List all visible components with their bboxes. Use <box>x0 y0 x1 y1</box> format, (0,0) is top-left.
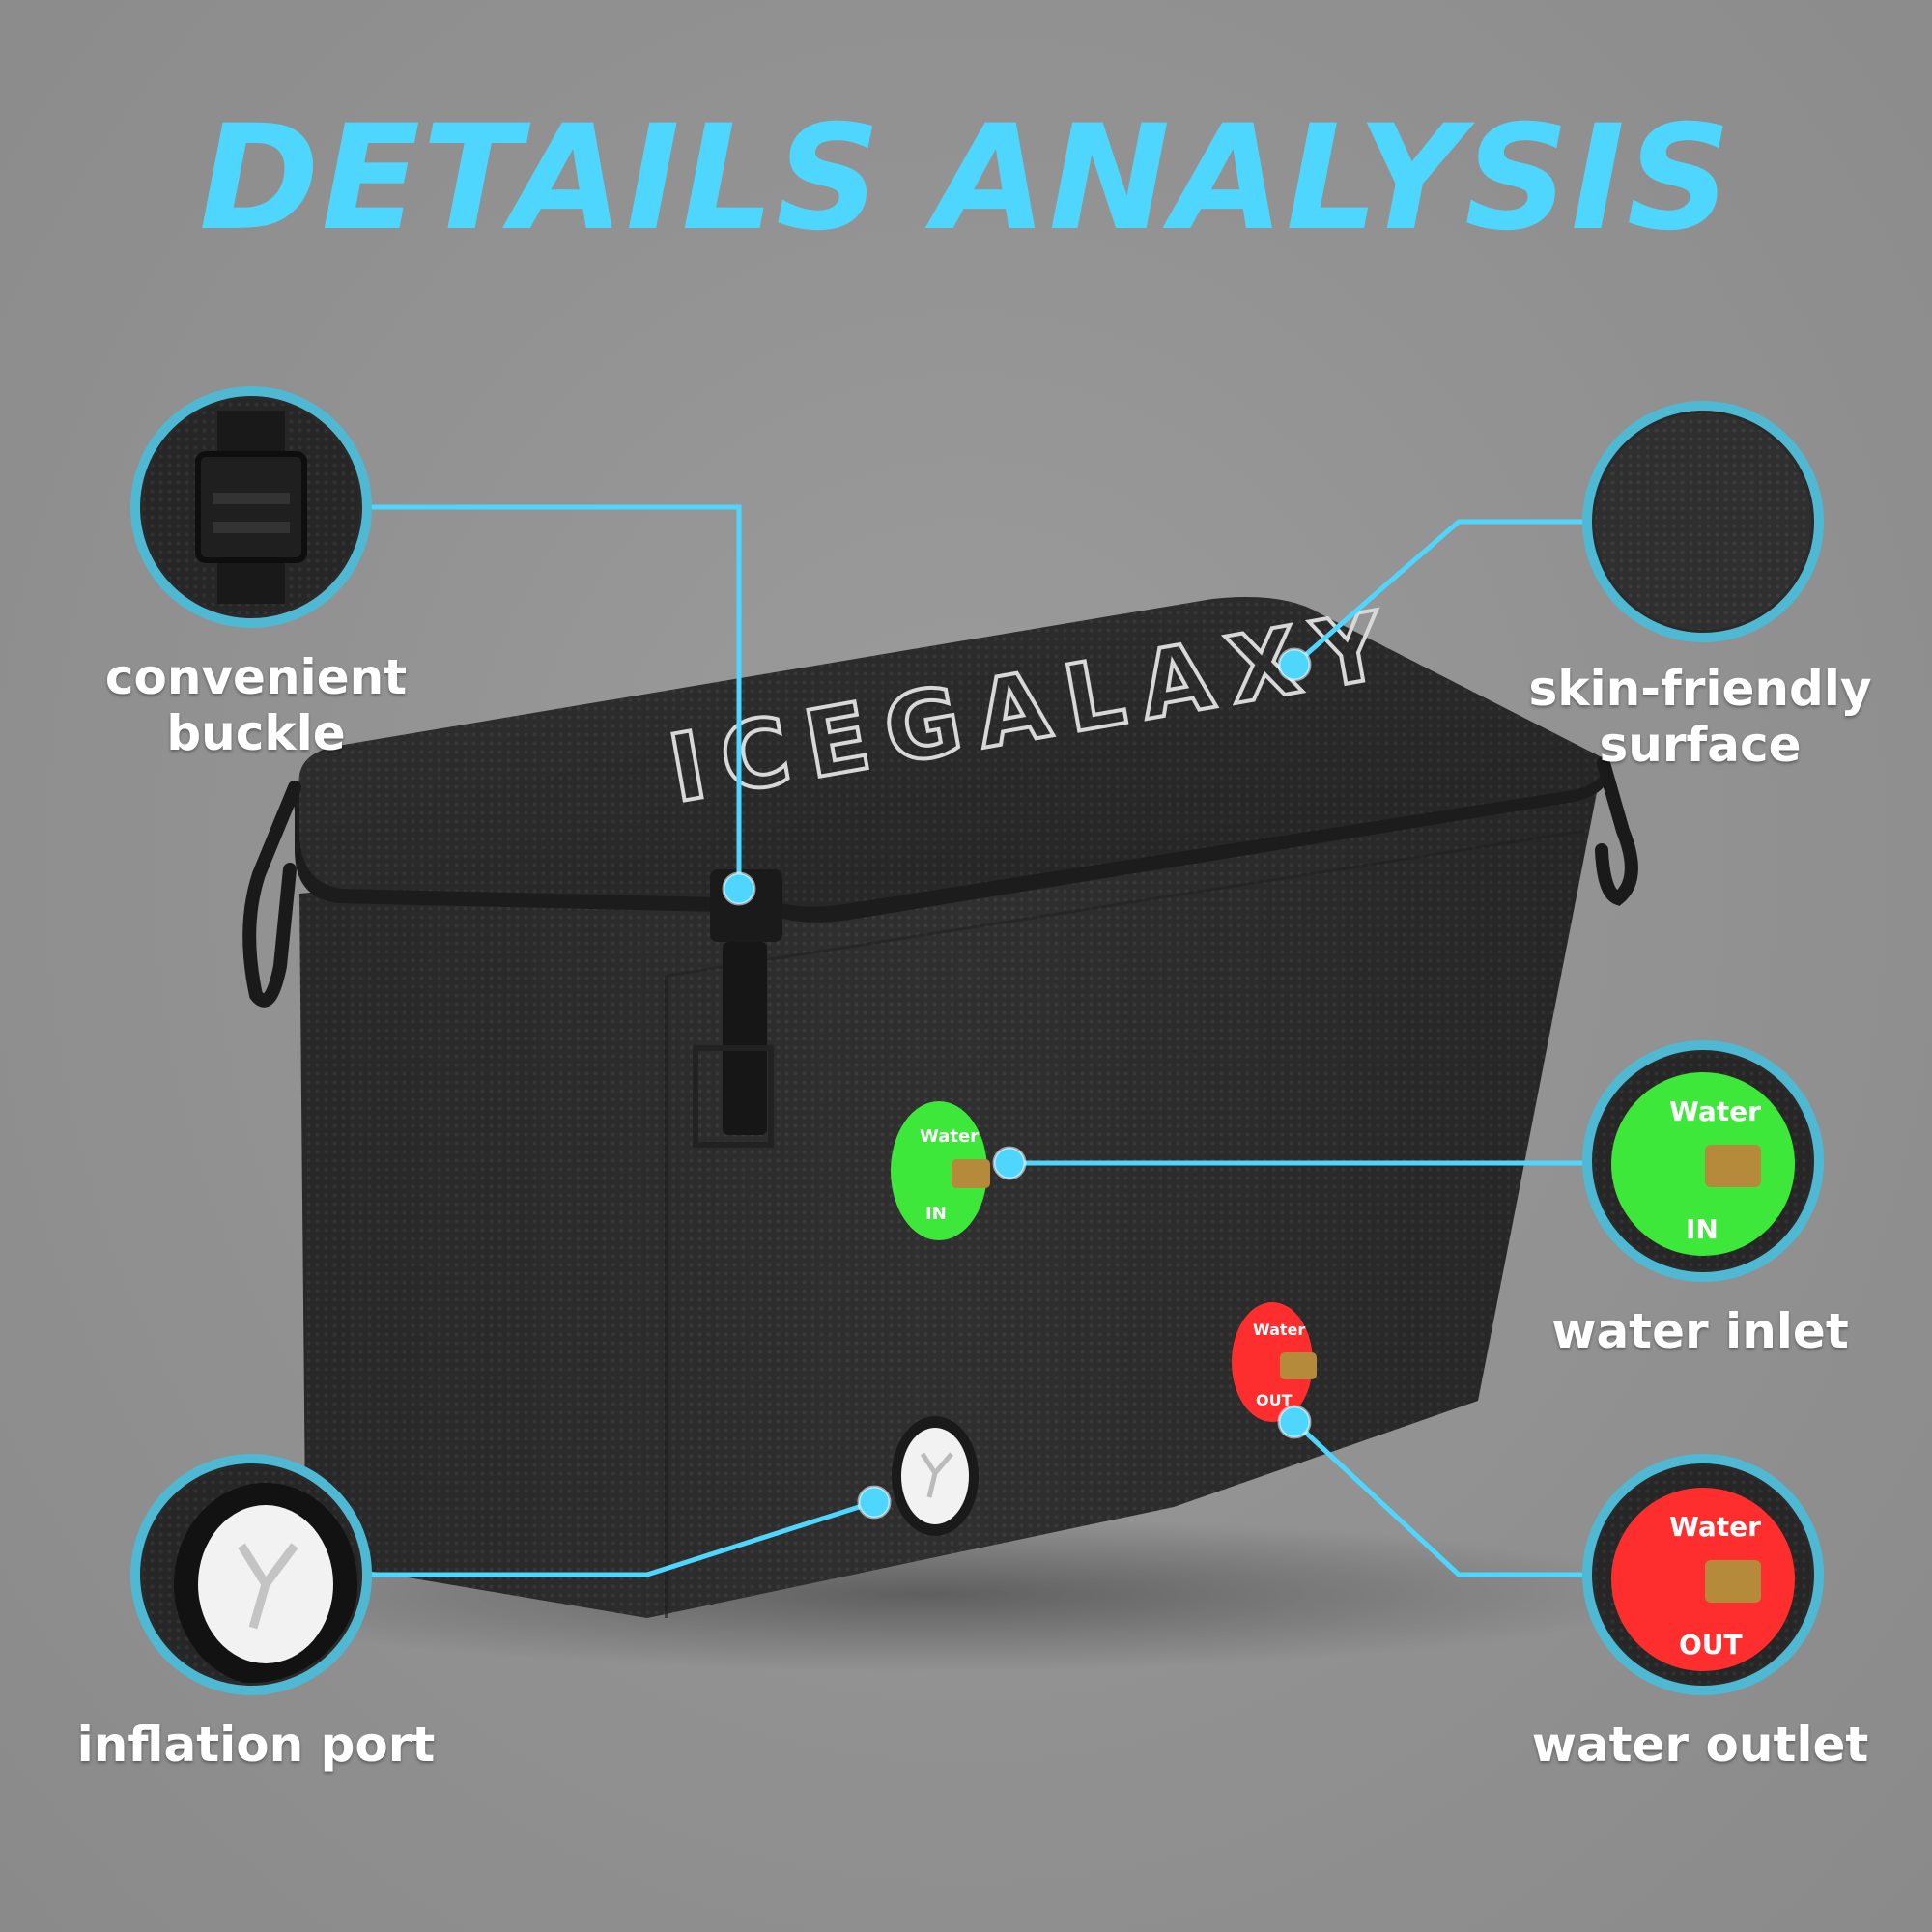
tub-lid <box>294 597 1609 923</box>
label-skin-friendly-surface: skin-friendly surface <box>1507 661 1893 773</box>
label-water-inlet: water inlet <box>1551 1303 1849 1359</box>
inflation-zoom-circle <box>130 1454 372 1695</box>
svg-text:Water: Water <box>1253 1321 1305 1339</box>
svg-text:Water: Water <box>1669 1095 1761 1127</box>
svg-text:IN: IN <box>1686 1213 1719 1245</box>
callout-lines <box>362 504 1594 1577</box>
svg-text:Water: Water <box>1669 1511 1761 1543</box>
buckle-zoom-circle <box>130 386 372 628</box>
svg-text:OUT: OUT <box>1256 1391 1293 1409</box>
svg-text:Water: Water <box>920 1126 979 1147</box>
inlet-badge: Water IN <box>891 1101 990 1240</box>
label-water-outlet: water outlet <box>1531 1717 1869 1773</box>
outlet-badge: Water OUT <box>1232 1302 1317 1422</box>
inflation-valve <box>892 1416 979 1536</box>
svg-text:OUT: OUT <box>1679 1629 1743 1661</box>
inlet-zoom-circle: Water IN <box>1582 1040 1824 1282</box>
callout-dots <box>722 647 1312 1520</box>
page-title: DETAILS ANALYSIS <box>199 95 1733 263</box>
label-convenient-buckle: convenient buckle <box>104 649 408 761</box>
svg-text:IN: IN <box>925 1204 947 1224</box>
label-surface-line2: surface <box>1599 716 1802 773</box>
right-handle <box>1595 756 1638 906</box>
left-handle <box>242 781 301 1008</box>
label-surface-line1: skin-friendly <box>1528 661 1872 717</box>
label-inflation-port: inflation port <box>76 1717 436 1773</box>
outlet-zoom-circle: Water OUT <box>1582 1454 1824 1695</box>
surface-zoom-circle <box>1582 401 1824 642</box>
